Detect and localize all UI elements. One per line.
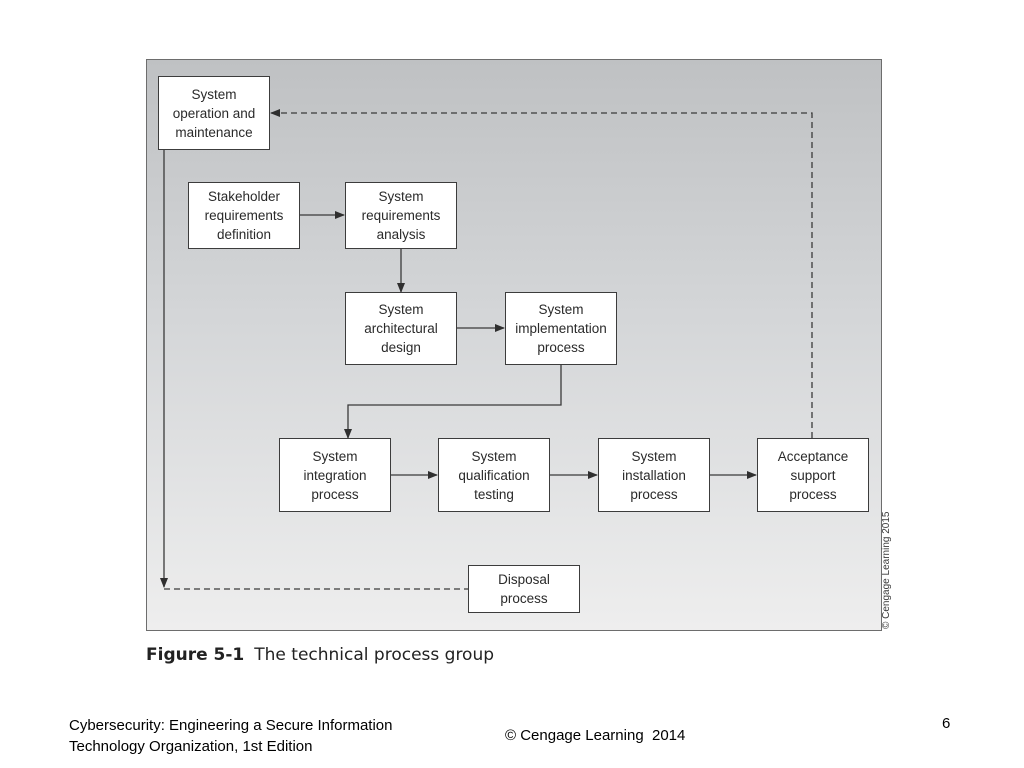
figure-caption: Figure 5-1 The technical process group (146, 645, 494, 665)
node-system-requirements-analysis: System requirements analysis (345, 182, 457, 249)
node-disposal-process: Disposal process (468, 565, 580, 613)
dashed-arrow-acceptance-to-operation (270, 109, 813, 438)
node-acceptance-support: Acceptance support process (757, 438, 869, 512)
node-system-integration: System integration process (279, 438, 391, 512)
node-system-qualification-testing: System qualification testing (438, 438, 550, 512)
image-credit-text: © Cengage Learning 2015 (881, 511, 892, 629)
slide-number: 6 (942, 715, 951, 732)
node-system-operation-maintenance: System operation and maintenance (158, 76, 270, 150)
figure-title: The technical process group (254, 645, 495, 665)
footer-book-title: Cybersecurity: Engineering a Secure Info… (69, 717, 393, 755)
footer-copyright: © Cengage Learning 2014 (505, 727, 686, 744)
node-stakeholder-requirements: Stakeholder requirements definition (188, 182, 300, 249)
node-system-implementation: System implementation process (505, 292, 617, 365)
figure-number: Figure 5-1 (146, 645, 245, 665)
arrow-implementation-to-integration (344, 365, 562, 439)
node-system-installation: System installation process (598, 438, 710, 512)
node-system-architectural-design: System architectural design (345, 292, 457, 365)
